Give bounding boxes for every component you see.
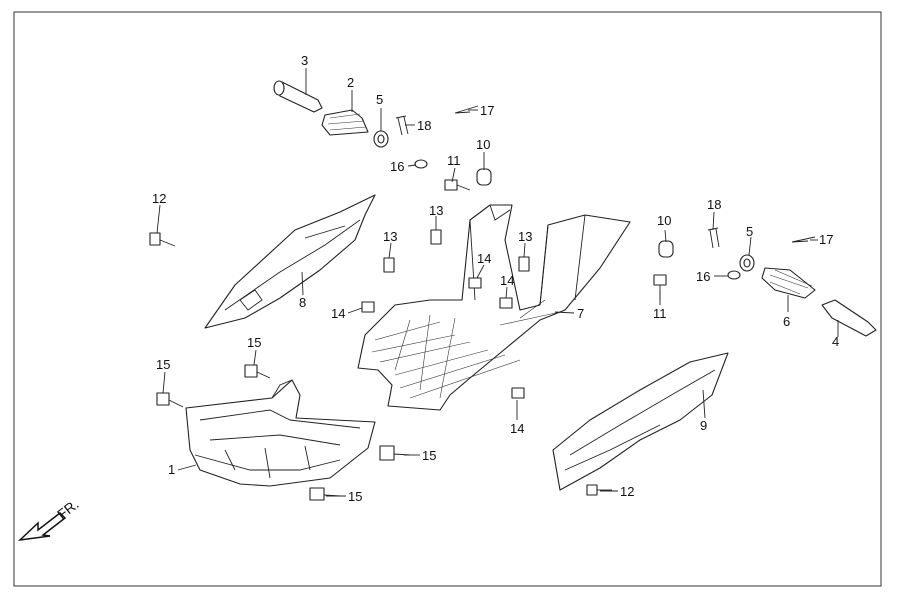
callout-17: 17 <box>480 103 494 118</box>
part-12-screw-right <box>586 484 612 496</box>
callout-14: 14 <box>510 421 524 436</box>
callout-11: 11 <box>447 153 461 168</box>
part-18-pin <box>707 227 720 249</box>
part-9-side-cover-right <box>552 352 729 491</box>
callout-15: 15 <box>247 335 261 350</box>
callout-12: 12 <box>152 191 166 206</box>
front-direction-arrow-icon <box>17 512 67 542</box>
callout-18: 18 <box>707 197 721 212</box>
callout-15: 15 <box>422 448 436 463</box>
callout-5: 5 <box>376 92 383 107</box>
part-18-pin <box>395 115 409 136</box>
callout-13: 13 <box>383 229 397 244</box>
callout-3: 3 <box>301 53 308 68</box>
part-8-side-cover-left <box>204 194 376 329</box>
callout-2: 2 <box>347 75 354 90</box>
part-15-bolt <box>244 364 271 379</box>
callout-10: 10 <box>476 137 490 152</box>
part-7-floor-panel <box>357 204 631 411</box>
part-12-screw-left <box>149 232 176 247</box>
part-14-nut <box>511 387 525 399</box>
part-3-footpeg-bar <box>273 80 323 113</box>
part-17-cotter-pin <box>791 236 816 243</box>
washer-hole-icon <box>377 134 385 144</box>
callout-14: 14 <box>500 273 514 288</box>
part-2-footpeg-rubber <box>321 109 369 136</box>
callout-11: 11 <box>653 306 667 321</box>
part-14-nut <box>499 297 513 309</box>
callout-14: 14 <box>331 306 345 321</box>
part-15-bolt <box>156 392 184 408</box>
callout-13: 13 <box>518 229 532 244</box>
callout-10: 10 <box>657 213 671 228</box>
callout-16: 16 <box>696 269 710 284</box>
callout-5: 5 <box>746 224 753 239</box>
part-13-clip <box>518 256 530 272</box>
washer-hole-icon <box>743 258 751 268</box>
callouts: 3 2 5 18 17 16 11 10 12 13 13 13 14 14 1… <box>152 53 839 504</box>
part-17-cotter-pin <box>454 105 479 114</box>
callout-6: 6 <box>783 314 790 329</box>
part-14-nut <box>468 277 482 289</box>
part-6-footpeg-rubber <box>761 267 816 299</box>
callout-13: 13 <box>429 203 443 218</box>
part-13-clip <box>430 229 442 245</box>
callout-16: 16 <box>390 159 404 174</box>
callout-18: 18 <box>417 118 431 133</box>
part-16-washer <box>727 270 741 280</box>
callout-7: 7 <box>577 306 584 321</box>
callout-1: 1 <box>168 462 175 477</box>
callout-9: 9 <box>700 418 707 433</box>
part-11-bolt-left <box>444 179 471 191</box>
part-15-bolt <box>379 445 411 461</box>
callout-4: 4 <box>832 334 839 349</box>
callout-15: 15 <box>348 489 362 504</box>
part-10-grommet-right <box>658 240 674 258</box>
part-4-footpeg-bar <box>821 299 877 337</box>
callout-17: 17 <box>819 232 833 247</box>
part-14-nut <box>361 301 375 313</box>
callout-12: 12 <box>620 484 634 499</box>
callout-15: 15 <box>156 357 170 372</box>
diagram-frame <box>13 11 882 587</box>
part-1-bracket <box>185 379 376 487</box>
part-10-grommet-left <box>476 168 492 186</box>
part-13-clip <box>383 257 395 273</box>
callout-14: 14 <box>477 251 491 266</box>
callout-8: 8 <box>299 295 306 310</box>
part-15-bolt <box>309 487 341 501</box>
part-16-washer <box>414 159 428 169</box>
